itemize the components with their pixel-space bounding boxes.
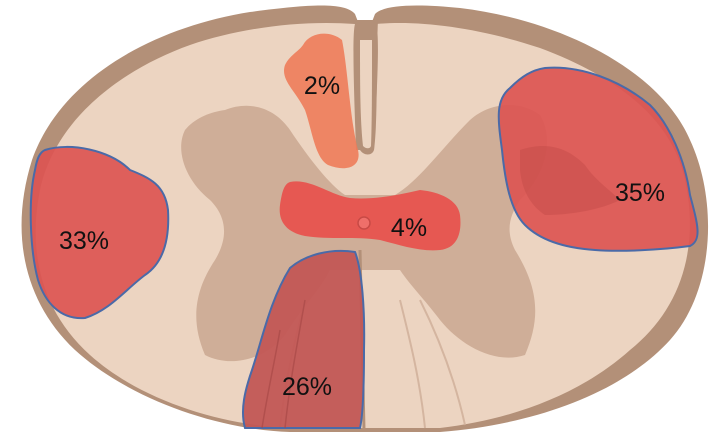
label-lateral-left: 33% [59,227,109,255]
posterior-median-sulcus-inner [360,40,372,148]
label-lateral-right: 35% [615,179,665,207]
central-canal [358,217,370,229]
label-posterior: 2% [304,72,340,100]
label-anterior: 26% [282,373,332,401]
label-central: 4% [391,214,427,242]
